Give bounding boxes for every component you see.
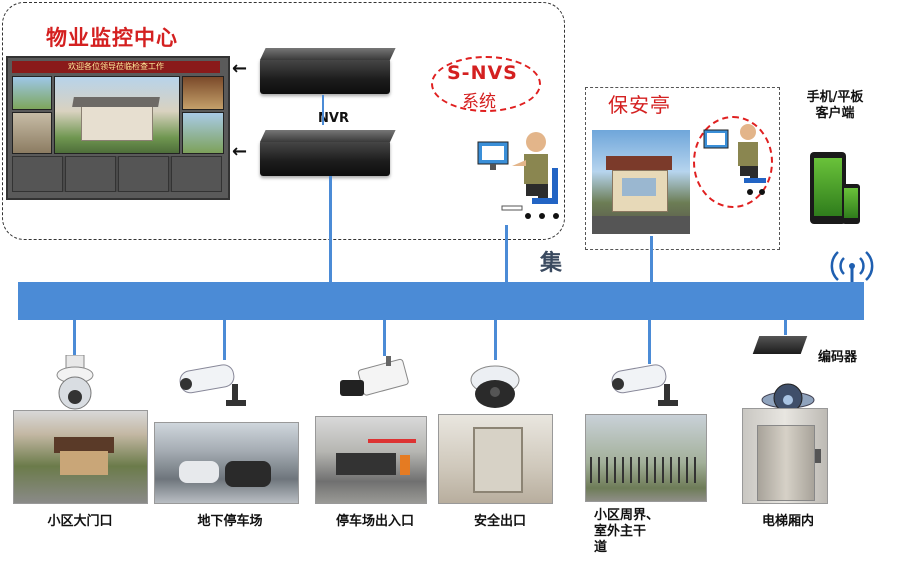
arrow-left-icon: ← bbox=[232, 58, 248, 79]
scene-emergency-exit bbox=[438, 414, 553, 504]
encoder-label: 编码器 bbox=[818, 350, 858, 365]
wall-tile bbox=[12, 76, 52, 110]
bullet-camera bbox=[611, 364, 678, 406]
encoder-link bbox=[784, 305, 787, 335]
scene-perimeter bbox=[585, 414, 707, 502]
bullet-camera bbox=[179, 364, 246, 406]
endpoint-link bbox=[73, 320, 76, 358]
video-wall: 欢迎各位领导莅临检查工作 bbox=[6, 56, 230, 200]
guard-booth-zone bbox=[585, 87, 780, 250]
nvr-label: NVR bbox=[318, 111, 349, 126]
wall-tile bbox=[182, 112, 224, 154]
client-label: 手机/平板 客户端 bbox=[806, 90, 864, 121]
snvs-uplink bbox=[505, 225, 508, 282]
wall-banner: 欢迎各位领导莅临检查工作 bbox=[12, 61, 220, 73]
dome-ptz-camera bbox=[56, 355, 94, 410]
nvr-link bbox=[322, 95, 324, 125]
chair-icon bbox=[532, 198, 558, 204]
nvr-device-top bbox=[260, 48, 396, 94]
endpoint-link bbox=[648, 320, 651, 364]
encoder-device bbox=[752, 336, 808, 354]
person-icon bbox=[526, 132, 546, 152]
nvr-uplink bbox=[329, 176, 332, 282]
guard-booth-title: 保安亭 bbox=[608, 93, 671, 117]
endpoint-label: 安全出口 bbox=[473, 514, 526, 529]
elevator-dome-camera bbox=[761, 383, 815, 413]
scene-underground-parking bbox=[154, 422, 299, 504]
endpoint-label: 电梯厢内 bbox=[761, 514, 814, 529]
operator-workstation bbox=[477, 132, 559, 219]
endpoint-link bbox=[223, 320, 226, 360]
guard-uplink bbox=[650, 236, 653, 282]
wall-main-tile bbox=[54, 76, 180, 154]
endpoint-label: 小区大门口 bbox=[47, 514, 113, 529]
tablet-icon bbox=[810, 152, 846, 224]
person-icon bbox=[740, 124, 756, 140]
wall-cabinet bbox=[12, 156, 222, 192]
endpoint-label: 小区周界、 室外主干 道 bbox=[594, 508, 660, 555]
wifi-icon bbox=[830, 251, 874, 282]
monitor-center-zone bbox=[2, 2, 565, 240]
snvs-title: S-NVS bbox=[447, 62, 518, 84]
scene-main-gate bbox=[13, 410, 148, 504]
endpoint-label: 地下停车场 bbox=[197, 514, 263, 529]
network-bus bbox=[18, 282, 864, 320]
endpoint-link bbox=[383, 320, 386, 356]
switch-label: 集 bbox=[540, 251, 563, 276]
guard-booth-photo bbox=[592, 130, 690, 234]
wall-tile bbox=[12, 112, 52, 154]
chair-icon bbox=[744, 178, 766, 183]
endpoint-label: 停车场出入口 bbox=[335, 514, 414, 529]
monitor-center-title: 物业监控中心 bbox=[46, 26, 178, 50]
wall-tile bbox=[182, 76, 224, 110]
scene-parking-entrance bbox=[315, 416, 427, 504]
guard-operator-ellipse bbox=[693, 116, 773, 208]
snvs-subtitle: 系统 bbox=[462, 92, 496, 112]
endpoint-link bbox=[494, 320, 497, 360]
scene-elevator bbox=[742, 408, 828, 504]
arrow-left-icon: ← bbox=[232, 141, 248, 162]
guard-operator bbox=[703, 124, 766, 195]
snvs-ellipse bbox=[431, 56, 541, 112]
dome-camera bbox=[470, 365, 520, 408]
nvr-device-bottom bbox=[260, 130, 396, 176]
box-camera bbox=[340, 356, 409, 396]
phone-icon bbox=[842, 184, 860, 224]
